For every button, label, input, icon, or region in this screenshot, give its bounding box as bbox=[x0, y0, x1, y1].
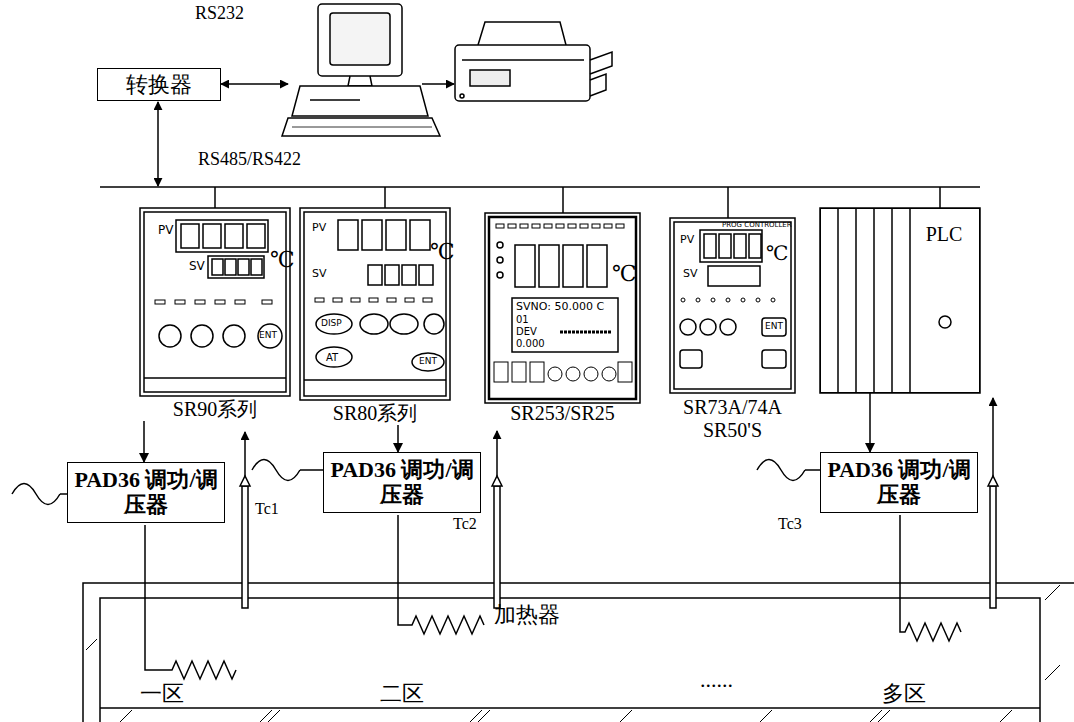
lcd-text: 01 bbox=[516, 314, 529, 325]
bus-label: RS485/RS422 bbox=[198, 150, 301, 170]
power-regulator-box: PAD36 调功/调压器 bbox=[67, 462, 225, 523]
lcd-text: DEV bbox=[516, 326, 537, 337]
furnace-wall bbox=[83, 583, 1074, 722]
protocol-label: RS232 bbox=[195, 4, 244, 24]
panel-text: SV bbox=[189, 260, 205, 273]
zone-label: 一区 bbox=[140, 682, 184, 706]
node-text: SR80系列 bbox=[300, 402, 450, 425]
sr73a-controller bbox=[670, 218, 795, 393]
power-regulator-box: PAD36 调功/调压器 bbox=[323, 452, 481, 513]
converter-box: 转换器 bbox=[97, 68, 221, 101]
sr80-controller bbox=[300, 208, 450, 400]
node-text: 转换器 bbox=[102, 72, 216, 97]
controller-unit: SR90系列 bbox=[140, 208, 290, 421]
power-regulator-box: PAD36 调功/调压器 bbox=[820, 452, 978, 513]
zone-label: 二区 bbox=[380, 682, 424, 706]
unit-symbol: ℃ bbox=[612, 262, 637, 286]
thermocouple-label: Tc2 bbox=[453, 515, 477, 533]
heater-element bbox=[145, 525, 236, 679]
node-text: SR73A/74A SR50'S bbox=[670, 396, 795, 442]
panel-text: SV bbox=[312, 268, 327, 280]
signal-arrow bbox=[869, 393, 871, 452]
lcd-text: 0.000 bbox=[516, 338, 545, 349]
unit-symbol: ℃ bbox=[766, 242, 788, 264]
node-text: SR90系列 bbox=[140, 398, 290, 421]
thermocouple-label: Tc3 bbox=[778, 515, 802, 533]
signal-arrow bbox=[397, 425, 399, 452]
panel-text: PV bbox=[680, 234, 694, 246]
unit-symbol: ℃ bbox=[270, 248, 295, 272]
node-text: PAD36 调功/调压器 bbox=[72, 467, 220, 518]
button-text: ENT bbox=[419, 357, 437, 367]
zone-label: ...... bbox=[700, 668, 733, 692]
computer-icon bbox=[282, 4, 440, 136]
zone-label: 多区 bbox=[882, 682, 926, 706]
node-text: PAD36 调功/调压器 bbox=[328, 457, 476, 508]
heater-label: 加热器 bbox=[494, 603, 560, 627]
sr253-controller bbox=[485, 213, 640, 403]
controller-unit: SR253/SR25 bbox=[485, 213, 640, 425]
node-text: SR253/SR25 bbox=[485, 402, 640, 425]
lcd-text: SVNO: 50.000 C bbox=[516, 301, 604, 313]
thermocouple-label: Tc1 bbox=[255, 500, 279, 518]
button-text: ENT bbox=[259, 331, 277, 341]
controller-unit: SR80系列 bbox=[300, 208, 450, 425]
node-text: PAD36 调功/调压器 bbox=[825, 457, 973, 508]
printer-icon bbox=[455, 22, 612, 101]
panel-text: PROG CONTROLLER bbox=[722, 222, 792, 230]
plc-unit: PLC bbox=[820, 208, 980, 393]
unit-symbol: ℃ bbox=[430, 240, 455, 264]
thermocouple bbox=[240, 398, 998, 608]
signal-arrow bbox=[143, 421, 145, 462]
sr90-controller bbox=[140, 208, 290, 396]
panel-text: SV bbox=[683, 268, 698, 280]
button-text: ENT bbox=[765, 322, 783, 332]
panel-text: PV bbox=[158, 224, 173, 237]
ac-supply bbox=[12, 484, 60, 505]
button-text: DISP bbox=[321, 319, 342, 329]
plc-modules bbox=[820, 208, 980, 393]
panel-text: PV bbox=[312, 222, 326, 234]
node-text: PLC bbox=[909, 223, 979, 246]
button-text: AT bbox=[326, 352, 338, 363]
